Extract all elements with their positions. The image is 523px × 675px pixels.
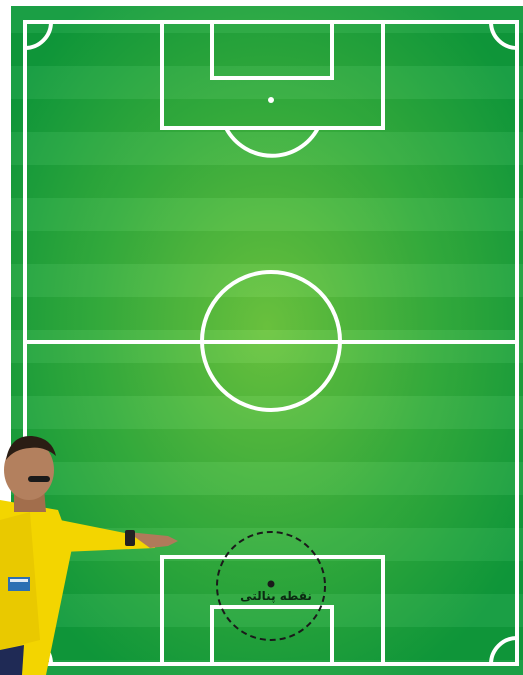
top-penalty-spot	[268, 97, 274, 103]
bottom-penalty-spot	[268, 581, 275, 588]
penalty-spot-label: نقطه پنالتی	[228, 589, 324, 603]
